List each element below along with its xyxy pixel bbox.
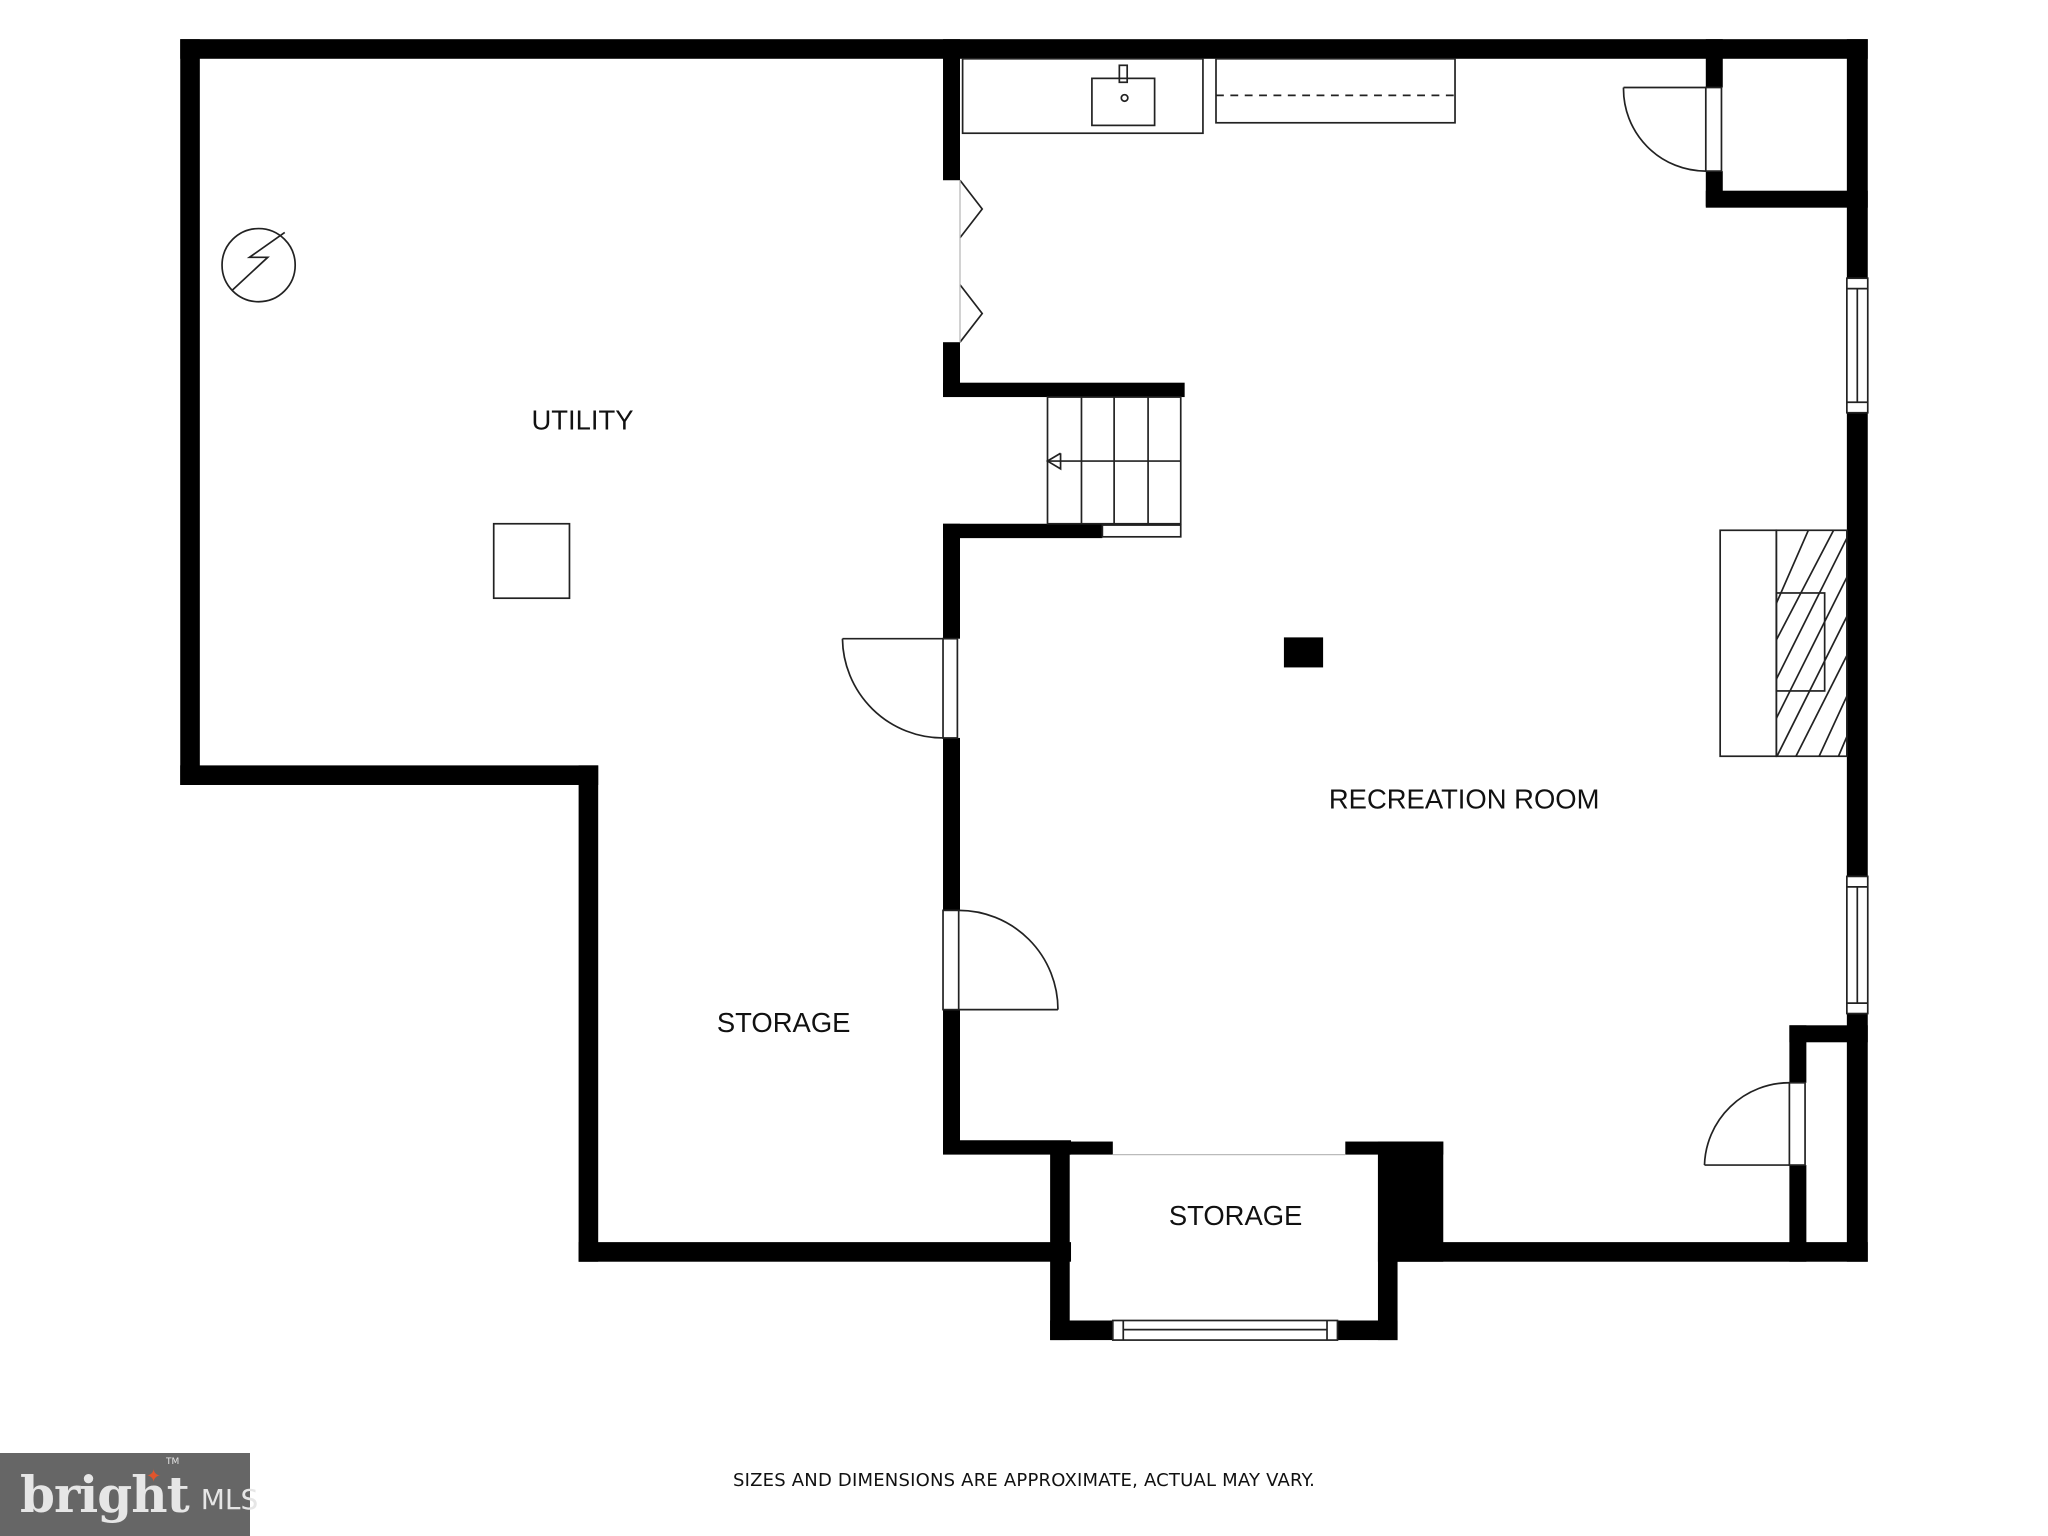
door-closet-bottom bbox=[1703, 1081, 1806, 1166]
logo-mls: MLS bbox=[200, 1483, 259, 1516]
window-right-lower bbox=[1846, 875, 1869, 1015]
logo-star-icon: ✦ bbox=[146, 1466, 162, 1486]
counter bbox=[1215, 57, 1456, 124]
floor-hatch bbox=[492, 522, 571, 600]
room-label-utility: UTILITY bbox=[532, 405, 634, 436]
bright-mls-logo: bright ✦ TM MLS bbox=[0, 1453, 258, 1536]
room-label-storage-bottom: STORAGE bbox=[1169, 1200, 1303, 1231]
logo-trademark: TM bbox=[166, 1457, 180, 1467]
room-label-storage-left: STORAGE bbox=[717, 1007, 851, 1038]
fireplace bbox=[1719, 529, 1848, 758]
vanity-counter bbox=[961, 57, 1204, 135]
door-closet-top bbox=[1622, 86, 1723, 172]
door-rec-lower bbox=[942, 909, 1059, 1011]
sink-basin bbox=[1091, 77, 1156, 127]
door-storage bbox=[841, 637, 959, 739]
support-column bbox=[1283, 637, 1324, 668]
room-label-recreation-room: RECREATION ROOM bbox=[1329, 783, 1600, 814]
disclaimer-text: SIZES AND DIMENSIONS ARE APPROXIMATE, AC… bbox=[732, 1470, 1316, 1491]
fixtures bbox=[221, 57, 1869, 1341]
electrical-panel-icon bbox=[221, 227, 297, 303]
window-bottom bbox=[1111, 1319, 1339, 1341]
window-right-upper bbox=[1846, 277, 1869, 414]
faucet bbox=[1118, 64, 1129, 84]
walls bbox=[180, 39, 1868, 1341]
stairs-down bbox=[1045, 396, 1182, 538]
drain bbox=[1120, 93, 1129, 103]
logo-wordmark: bright bbox=[20, 1465, 190, 1524]
